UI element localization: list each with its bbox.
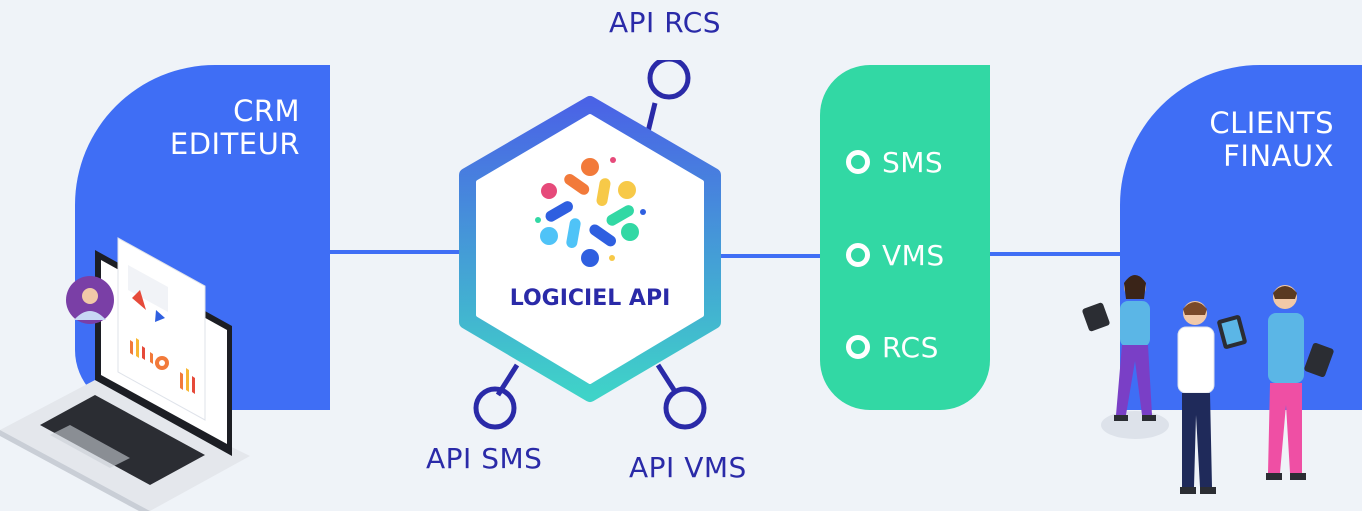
channel-rcs: RCS bbox=[846, 327, 939, 367]
channel-sms: SMS bbox=[846, 142, 943, 182]
clients-title-line2: FINAUX bbox=[1223, 139, 1334, 174]
crm-editeur-title: CRM EDITEUR bbox=[169, 94, 300, 162]
channel-rcs-label: RCS bbox=[882, 330, 939, 364]
channel-rcs-dot-icon bbox=[846, 335, 870, 359]
crm-title-line2: EDITEUR bbox=[169, 127, 300, 162]
clients-finaux-title: CLIENTS FINAUX bbox=[1209, 106, 1334, 174]
api-sms-label: API SMS bbox=[426, 442, 543, 475]
channel-vms: VMS bbox=[846, 235, 945, 275]
people-illustration bbox=[1082, 275, 1334, 494]
laptop-illustration bbox=[0, 237, 250, 511]
api-hub-diagram bbox=[459, 60, 721, 430]
vms-connector-ring bbox=[663, 386, 707, 430]
channel-sms-label: SMS bbox=[882, 145, 944, 179]
logiciel-api-logo bbox=[535, 157, 646, 267]
crm-title-line1: CRM bbox=[233, 94, 300, 128]
hub-to-channels-line bbox=[715, 254, 821, 258]
channel-vms-label: VMS bbox=[882, 238, 945, 272]
clients-title-line1: CLIENTS bbox=[1209, 106, 1334, 140]
channel-sms-dot-icon bbox=[846, 150, 870, 174]
logiciel-api-label: LOGICIEL API bbox=[509, 286, 671, 311]
channels-panel: SMS VMS RCS bbox=[820, 65, 990, 410]
channel-vms-dot-icon bbox=[846, 243, 870, 267]
crm-to-hub-line bbox=[330, 250, 460, 254]
rcs-connector-ring bbox=[647, 60, 691, 100]
channels-to-clients-line bbox=[990, 252, 1120, 256]
api-rcs-label: API RCS bbox=[609, 6, 722, 39]
sms-connector-ring bbox=[473, 386, 517, 430]
api-vms-label: API VMS bbox=[629, 451, 747, 484]
